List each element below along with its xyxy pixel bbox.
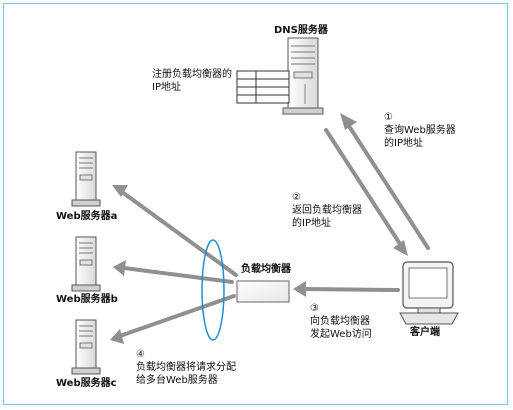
arrow-lb-to-web-b xyxy=(122,266,234,284)
arrowhead-client xyxy=(393,240,408,256)
arrow-query-dns xyxy=(345,121,430,250)
step-3-line2: 发起Web访问 xyxy=(310,329,372,340)
arrowhead-web-b xyxy=(113,260,126,276)
diagram-frame xyxy=(3,3,508,405)
load-balancer-icon xyxy=(236,280,290,303)
step-4-line1: 负载均衡器将请求分配 xyxy=(136,362,236,373)
step-2-number: ② xyxy=(292,192,301,203)
dns-server-icon xyxy=(282,37,324,115)
web-server-a-label: Web服务器a xyxy=(56,211,118,222)
step-1-note: ① 查询Web服务器 的IP地址 xyxy=(384,111,456,150)
register-note-line2: IP地址 xyxy=(152,82,181,93)
arrowhead-lb xyxy=(293,281,306,297)
register-note: 注册负载均衡器的 IP地址 xyxy=(152,68,232,94)
distribution-ellipse xyxy=(201,239,225,341)
step-2-line1: 返回负载均衡器 xyxy=(292,205,362,216)
step-1-line2: 的IP地址 xyxy=(384,138,423,149)
dns-server-label: DNS服务器 xyxy=(274,25,328,36)
arrow-client-to-lb xyxy=(303,287,400,292)
arrowhead-web-a xyxy=(112,185,128,197)
step-1-line1: 查询Web服务器 xyxy=(384,125,456,136)
load-balancer-label: 负载均衡器 xyxy=(241,264,291,275)
step-2-line2: 的IP地址 xyxy=(292,218,331,229)
register-note-line1: 注册负载均衡器的 xyxy=(152,69,232,80)
web-server-b-label: Web服务器b xyxy=(56,294,118,305)
dns-table-icon xyxy=(236,70,290,104)
step-3-line1: 向负载均衡器 xyxy=(310,316,370,327)
step-1-number: ① xyxy=(384,112,393,123)
arrow-lb-to-web-c xyxy=(118,294,236,338)
web-server-b-icon xyxy=(71,236,101,292)
step-3-number: ③ xyxy=(310,303,319,314)
arrow-lb-to-web-a xyxy=(120,190,238,277)
arrowhead-dns xyxy=(340,113,357,130)
step-3-note: ③ 向负载均衡器 发起Web访问 xyxy=(310,302,372,341)
client-pc-icon xyxy=(399,261,459,325)
web-server-c-label: Web服务器c xyxy=(56,378,117,389)
web-server-a-icon xyxy=(71,151,101,207)
web-server-c-icon xyxy=(71,319,101,375)
step-2-note: ② 返回负载均衡器 的IP地址 xyxy=(292,191,362,230)
step-4-line2: 给多台Web服务器 xyxy=(136,375,218,386)
step-4-number: ④ xyxy=(136,349,145,360)
step-4-note: ④ 负载均衡器将请求分配 给多台Web服务器 xyxy=(136,348,236,387)
arrowhead-web-c xyxy=(110,329,124,344)
arrow-return-ip xyxy=(324,128,404,249)
client-label: 客户端 xyxy=(410,327,440,338)
